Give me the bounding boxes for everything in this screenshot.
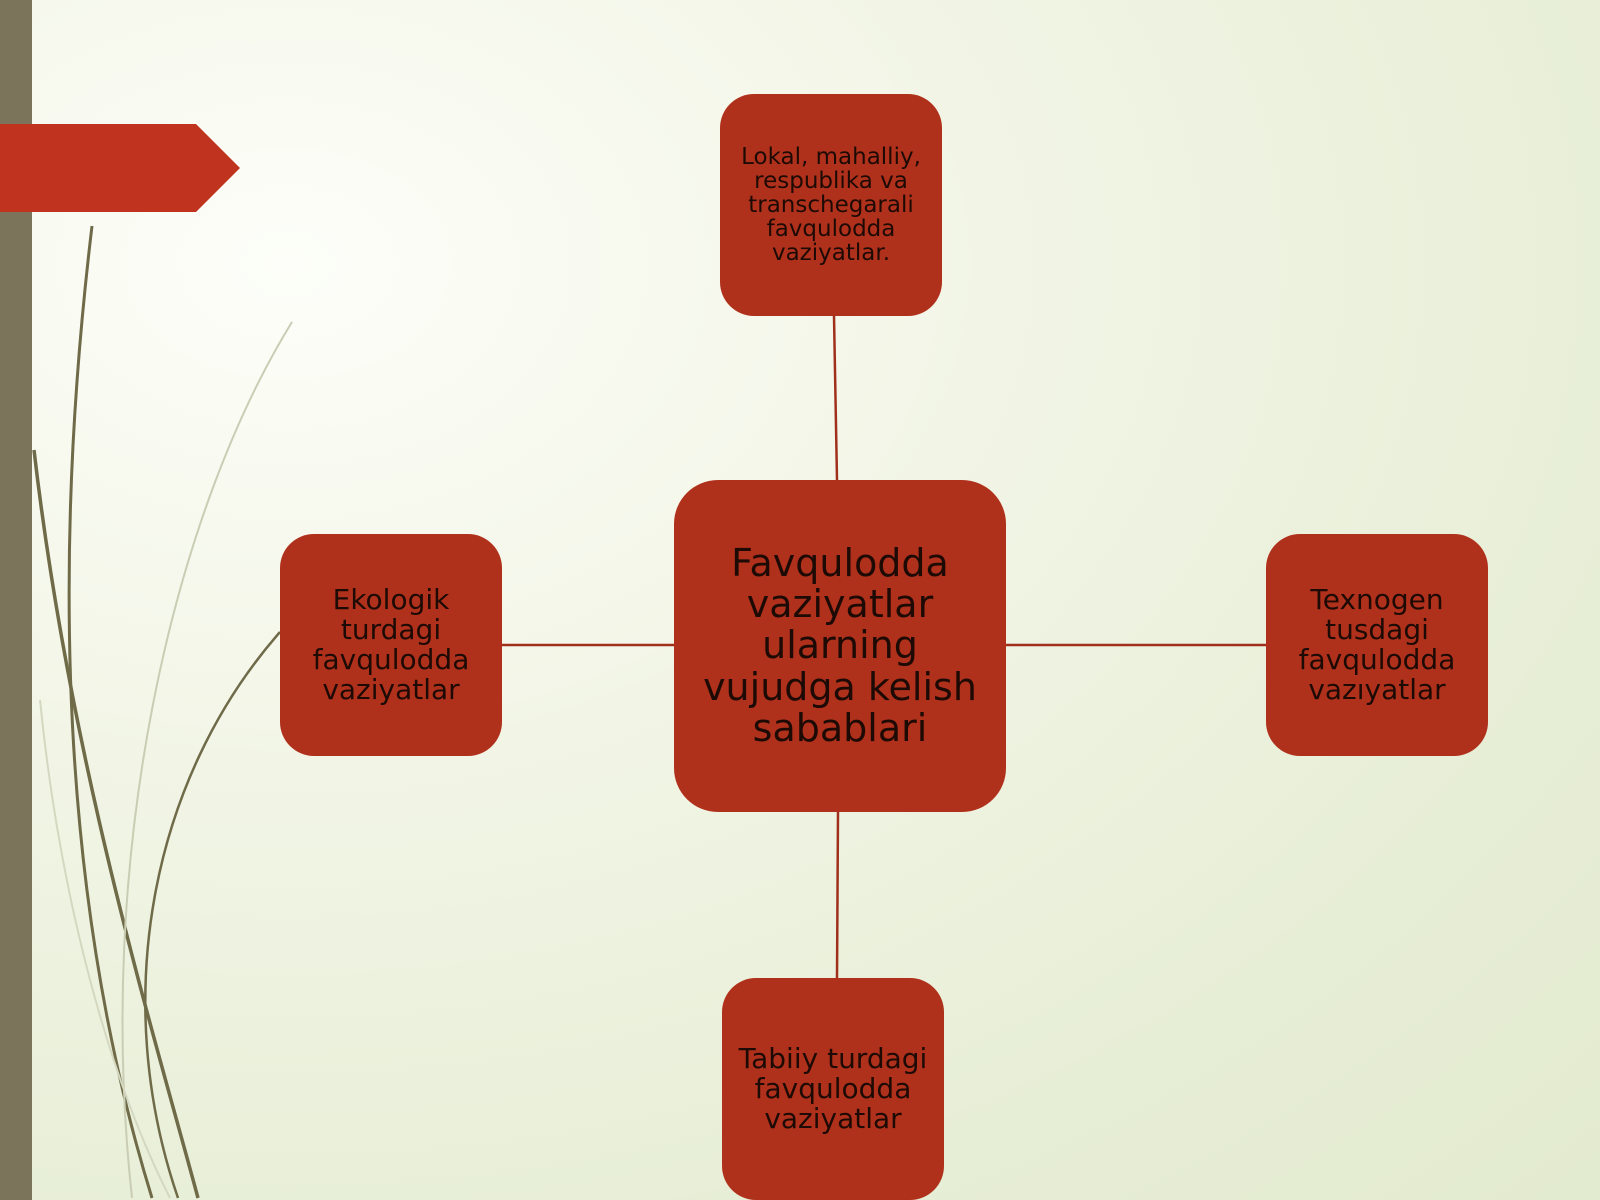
node-bottom-natural: Tabiiy turdagi favqulodda vaziyatlar xyxy=(722,978,944,1200)
decorative-grass-strokes xyxy=(32,225,293,1199)
title-arrow-tab xyxy=(0,124,240,212)
node-left-label: Ekologik turdagi favqulodda vaziyatlar xyxy=(312,582,470,707)
node-right-label: Texnogen tusdagi favqulodda vazıyatlar xyxy=(1298,582,1456,707)
node-right-technogenic: Texnogen tusdagi favqulodda vazıyatlar xyxy=(1266,534,1488,756)
node-center-main: Favqulodda vaziyatlar ularning vujudga k… xyxy=(674,480,1006,812)
node-top-label: Lokal, mahalliy, respublika va transcheg… xyxy=(741,143,921,267)
node-bottom-label: Tabiiy turdagi favqulodda vaziyatlar xyxy=(738,1041,928,1136)
node-center-label: Favqulodda vaziyatlar ularning vujudga k… xyxy=(703,541,977,750)
node-left-ecological: Ekologik turdagi favqulodda vaziyatlar xyxy=(280,534,502,756)
node-top-scale: Lokal, mahalliy, respublika va transcheg… xyxy=(720,94,942,316)
